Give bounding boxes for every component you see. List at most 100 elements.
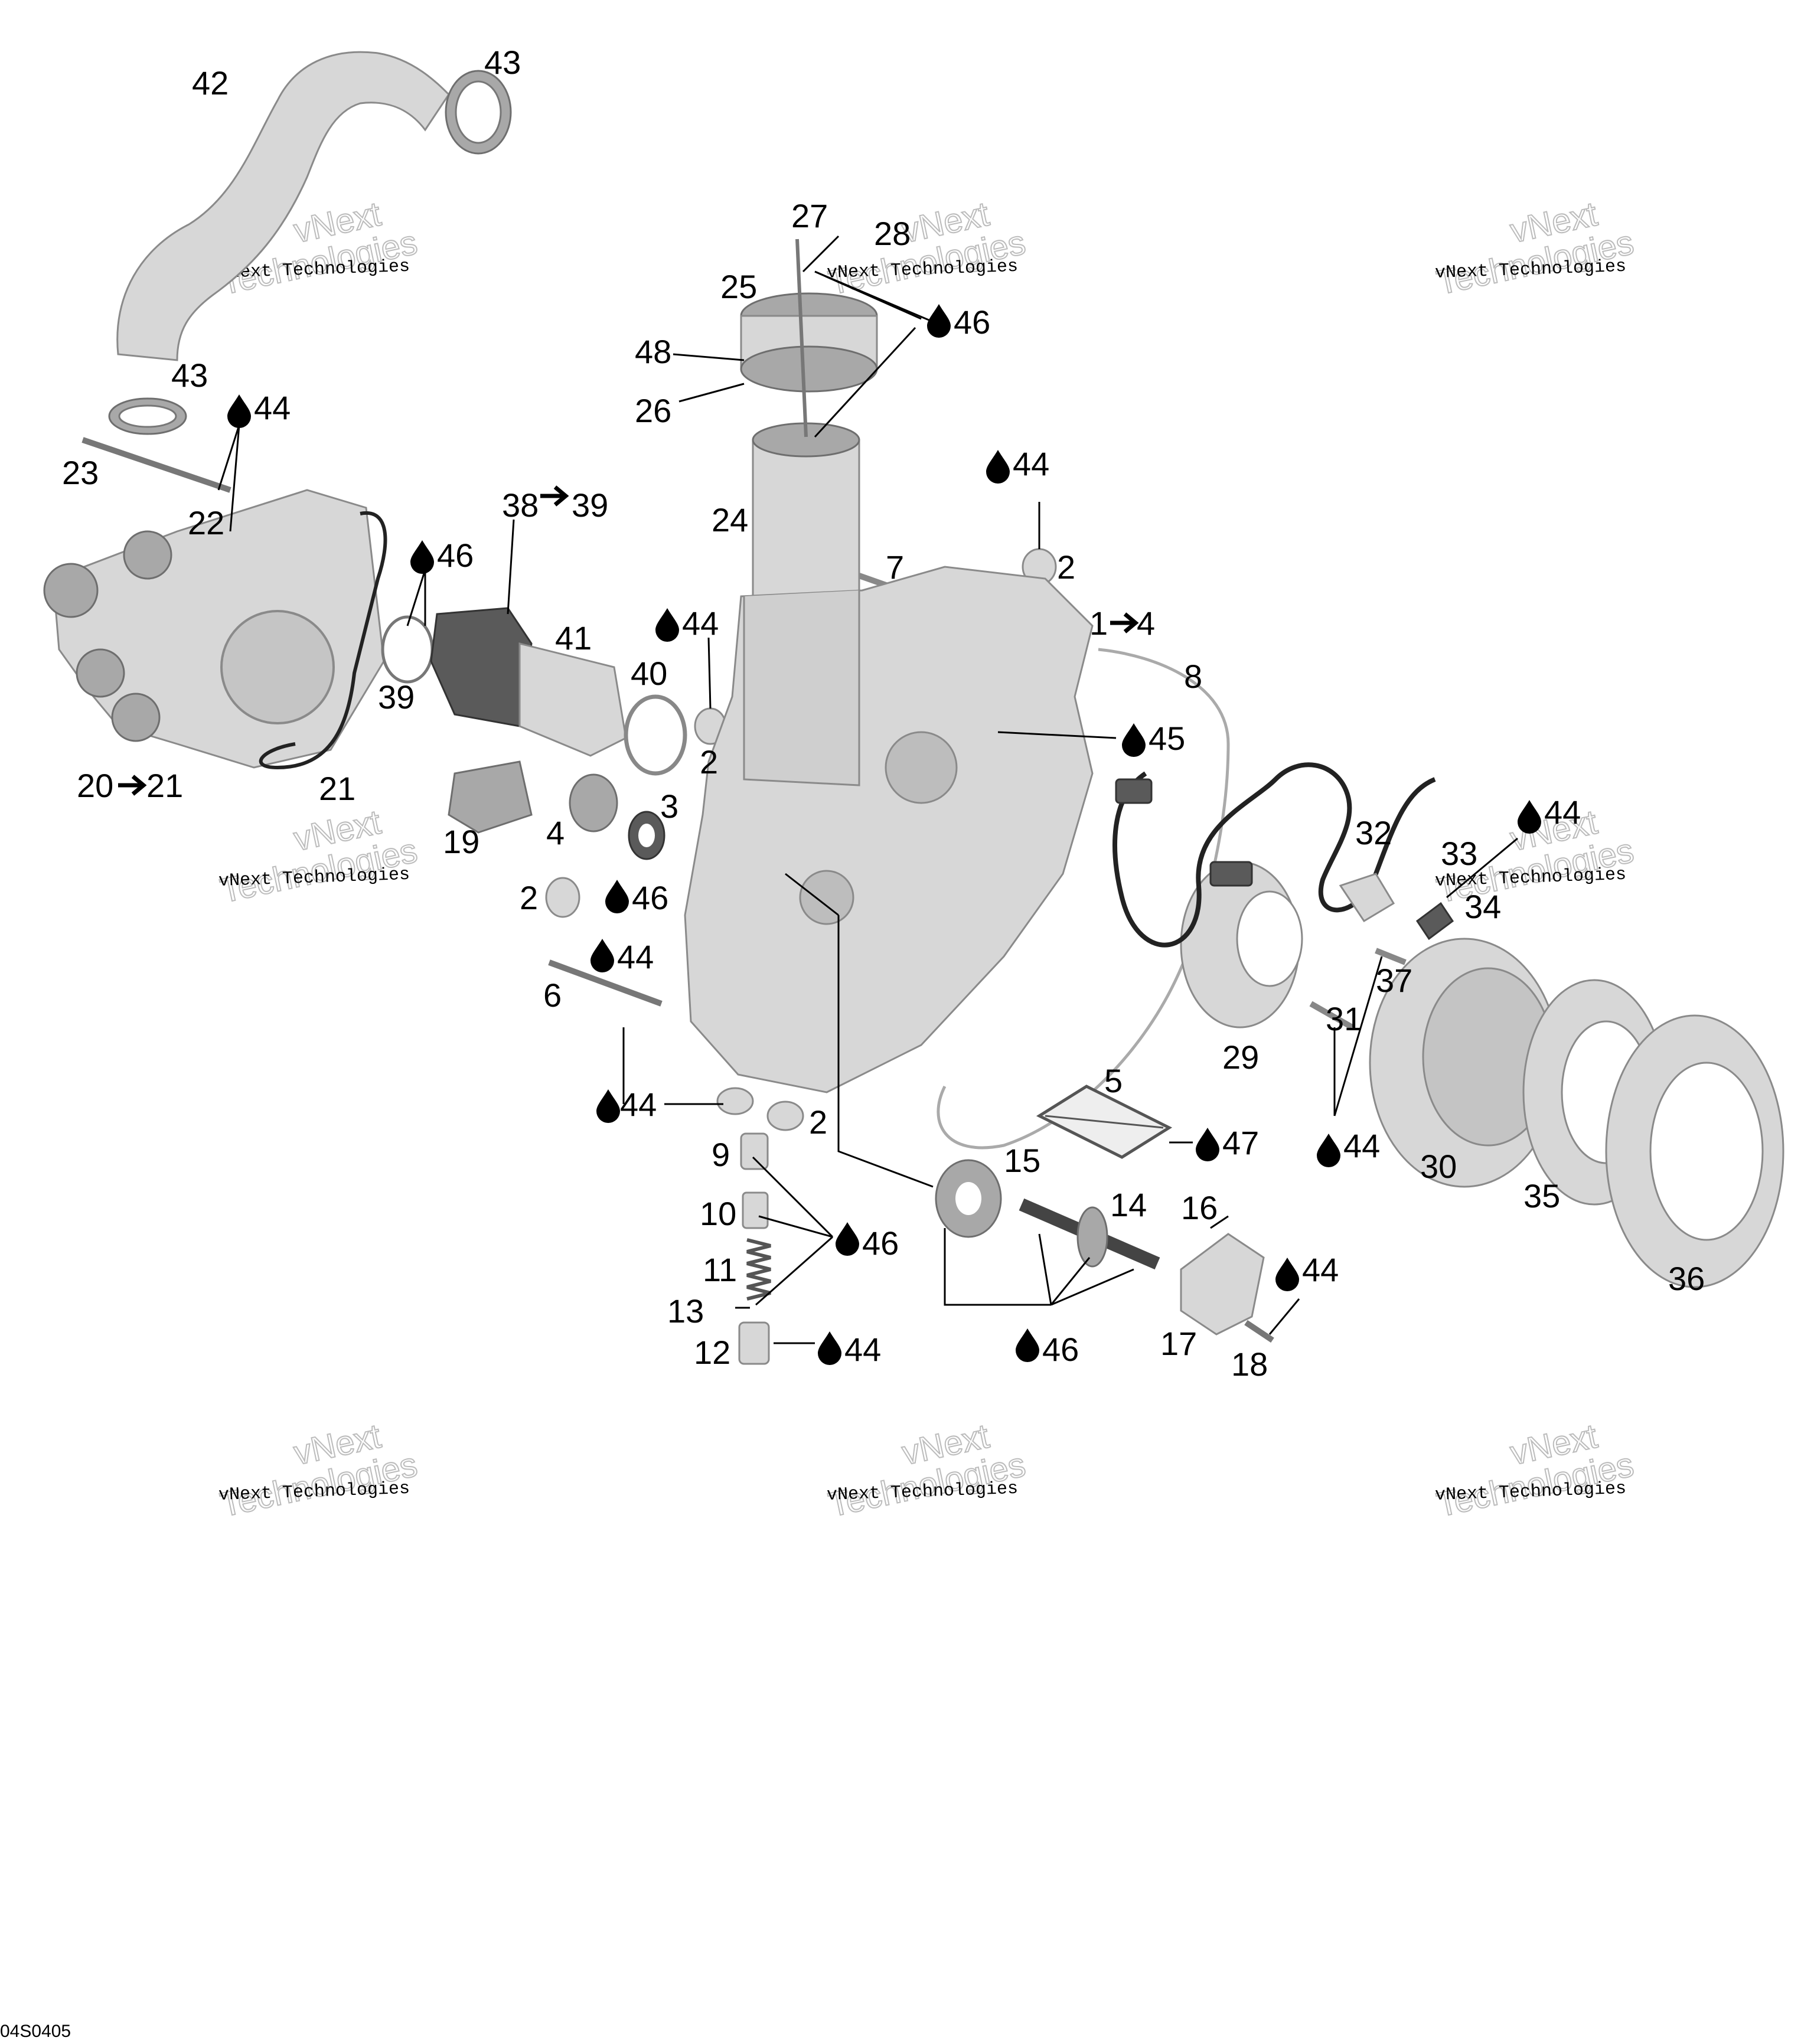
pump-port [111,693,161,742]
callout-30: 30 [1420,1148,1457,1185]
watermark: Technologies vNext vNext Technologies [825,1416,1030,1525]
callout-42: 42 [192,64,229,102]
callout-3: 3 [660,788,678,825]
bushing-part [545,877,580,918]
oil-drop-icon [836,1222,859,1256]
callouts: 42 43 43 44 23 22 46 38 39 41 40 39 20 2… [62,44,1705,1383]
lubricant-icons [227,304,1541,1365]
callout-1: 1 [1089,605,1108,642]
callout-12: 12 [694,1334,730,1371]
oil-drop-icon [605,880,629,913]
callout-10: 10 [700,1195,736,1232]
cover-part [1180,1233,1265,1336]
sensor-bracket [1415,902,1454,941]
pump-bore [220,610,335,724]
callout-2: 2 [700,743,718,781]
arrow-right-icon [540,485,569,507]
callout-23: 23 [62,454,99,491]
callout-20: 20 [77,767,113,804]
callout-5: 5 [1104,1062,1123,1099]
shaft-gear [1076,1206,1108,1268]
callout-2: 2 [809,1103,827,1141]
oil-drop-icon [986,450,1010,484]
callout-31: 31 [1326,1000,1362,1037]
valve-part [740,1132,769,1170]
diagram-id: 04S0405 [0,2022,71,2041]
callout-43: 43 [171,357,208,394]
fitting-part [430,607,533,727]
valve-part [738,1321,770,1365]
callout-11: 11 [703,1251,737,1288]
oil-drop-icon [1275,1258,1299,1291]
gasket-part [259,511,387,770]
callout-33: 33 [1441,835,1477,872]
callout-46: 46 [862,1225,899,1262]
parts [43,51,1784,1365]
spring-part [746,1238,771,1301]
callout-19: 19 [443,823,479,860]
watermark: Technologies vNext vNext Technologies [217,802,422,911]
callout-21: 21 [319,770,355,807]
callout-46: 46 [437,537,474,574]
clamp-inner [455,80,502,144]
oil-drop-icon [1317,1134,1340,1167]
cap-bottom [740,345,878,393]
callout-46: 46 [954,303,990,341]
bolt-part [795,239,808,437]
callout-26: 26 [635,392,671,429]
bushing-part [716,1087,754,1115]
plate-detail [1045,1115,1164,1129]
pump-port [123,530,172,580]
callout-4: 4 [1137,605,1155,642]
oil-drop-icon [596,1089,620,1123]
ring-gear-inner [1649,1062,1764,1241]
callout-34: 34 [1464,888,1501,925]
callout-44: 44 [254,389,291,426]
callout-40: 40 [631,655,667,692]
callout-18: 18 [1231,1346,1268,1383]
arrow-right-icon [1110,612,1139,634]
oil-drop-icon [1518,800,1541,834]
watermark: Technologies vNext vNext Technologies [1433,1416,1638,1525]
callout-44: 44 [1544,794,1581,831]
callout-46: 46 [632,879,668,916]
callout-39: 39 [378,678,415,716]
callout-27: 27 [791,197,828,234]
callout-17: 17 [1160,1325,1197,1362]
o-ring-part [381,615,434,684]
watermark: Technologies vNext vNext Technologies [1433,194,1638,303]
callout-8: 8 [1184,658,1202,695]
valve-part [742,1191,769,1229]
bolt-part [548,959,663,1007]
leader-lines [217,235,1518,1344]
oil-drop-icon [410,540,434,574]
callout-41: 41 [555,619,592,657]
callout-44: 44 [1302,1251,1339,1288]
callout-13: 13 [667,1292,704,1330]
pump-port [76,648,125,698]
watermark: Technologies vNext vNext Technologies [217,1416,422,1525]
oil-drop-icon [590,939,614,972]
ring-part [624,694,687,776]
callout-2: 2 [1057,548,1075,586]
gasket-part [937,648,1230,1150]
callout-28: 28 [874,215,911,252]
callout-21: 21 [146,767,183,804]
crankcase-detail [743,590,860,786]
cylinder-part [752,439,860,600]
callout-24: 24 [712,501,748,538]
callout-6: 6 [543,977,562,1014]
callout-38: 38 [502,486,539,524]
callout-9: 9 [712,1136,730,1173]
callout-44: 44 [844,1331,881,1368]
oil-drop-icon [818,1331,841,1365]
oil-drop-icon [1122,723,1146,757]
callout-29: 29 [1222,1039,1259,1076]
callout-39: 39 [572,486,608,524]
callout-37: 37 [1376,962,1412,999]
callout-44: 44 [620,1086,657,1123]
callout-15: 15 [1004,1142,1040,1179]
bearing-inner [955,1182,981,1215]
